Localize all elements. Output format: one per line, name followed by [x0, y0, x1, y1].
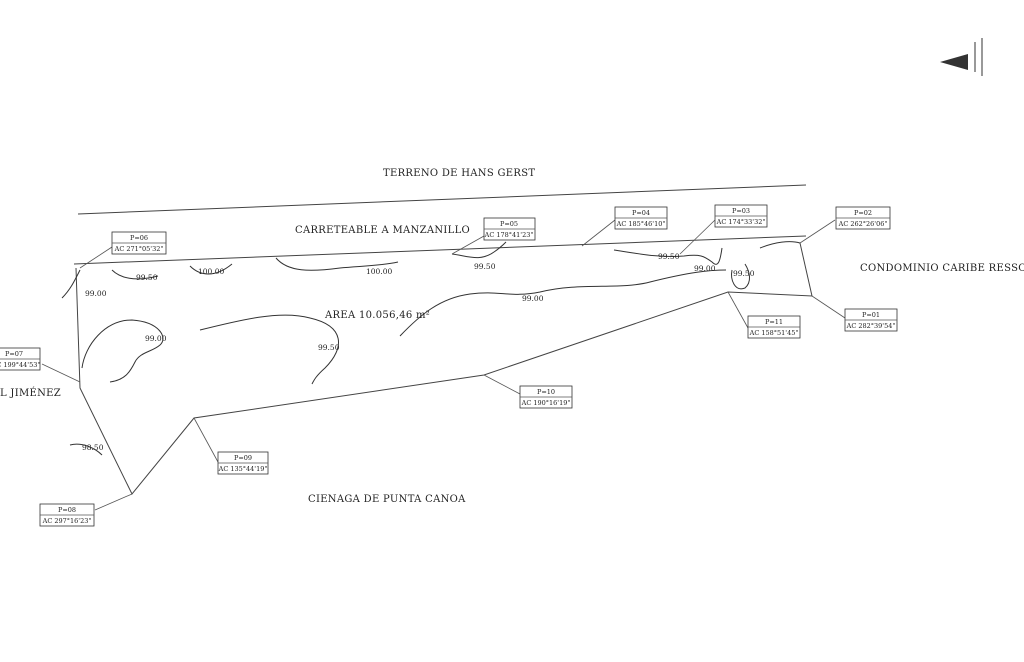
point-id: P=02 [854, 209, 872, 217]
north-arrow-icon [940, 38, 983, 76]
contour-lines [61, 241, 801, 456]
point-azimuth: AC 271°05'32" [114, 245, 164, 253]
road-label: CARRETEABLE A MANZANILLO [295, 225, 470, 236]
point-box-p07: P=07 AC 199°44'53" [0, 347, 41, 371]
point-azimuth: AC 282°39'54" [846, 322, 896, 330]
west-owner-label: L JIMÉNEZ [0, 387, 61, 399]
point-azimuth: AC 199°44'53" [0, 361, 40, 369]
point-box-p02: P=02 AC 262°26'06" [835, 206, 891, 230]
point-box-p03: P=03 AC 174°33'32" [714, 204, 768, 228]
point-azimuth: AC 135°44'19" [218, 465, 268, 473]
point-id: P=10 [537, 388, 555, 396]
contour-label: 99.00 [145, 334, 167, 343]
contour-label: 99.50 [318, 343, 340, 352]
point-azimuth: AC 185°46'10" [616, 220, 666, 228]
point-id: P=11 [765, 318, 783, 326]
leader-lines [41, 219, 846, 511]
point-box-p09: P=09 AC 135°44'19" [217, 451, 269, 475]
point-id: P=06 [130, 234, 148, 242]
contour-label: 99.50 [733, 269, 755, 278]
contour-label: 98.50 [82, 443, 104, 452]
point-azimuth: AC 158°51'45" [749, 329, 799, 337]
point-id: P=04 [632, 209, 650, 217]
contour-label: 100.00 [198, 267, 224, 276]
point-box-p05: P=05 AC 178°41'23" [483, 217, 536, 241]
contour-label: 99.50 [474, 262, 496, 271]
north-owner-label: TERRENO DE HANS GERST [383, 168, 535, 179]
east-owner-label: CONDOMINIO CARIBE RESSORT [860, 263, 1024, 274]
contour-label: 99.00 [694, 264, 716, 273]
point-id: P=05 [500, 220, 518, 228]
contour-label: 99.00 [85, 289, 107, 298]
point-azimuth: AC 174°33'32" [716, 218, 766, 226]
point-id: P=01 [862, 311, 880, 319]
contour-value-labels: 99.50 100.00 100.00 99.50 99.50 99.00 99… [82, 252, 755, 452]
point-id: P=09 [234, 454, 252, 462]
contour-label: 100.00 [366, 267, 392, 276]
point-box-p04: P=04 AC 185°46'10" [614, 206, 668, 230]
south-owner-label: CIENAGA DE PUNTA CANOA [308, 494, 466, 505]
point-azimuth: AC 178°41'23" [484, 231, 534, 239]
north-boundary-line [77, 184, 807, 215]
contour-label: 99.00 [522, 294, 544, 303]
point-id: P=03 [732, 207, 750, 215]
point-box-p01: P=01 AC 282°39'54" [844, 308, 898, 332]
point-box-p11: P=11 AC 158°51'45" [747, 315, 801, 339]
point-box-p06: P=06 AC 271°05'32" [111, 231, 167, 255]
property-boundary [75, 242, 813, 495]
point-id: P=07 [5, 350, 23, 358]
point-azimuth: AC 190°16'19" [521, 399, 571, 407]
contour-label: 99.50 [658, 252, 680, 261]
point-azimuth: AC 297°16'23" [42, 517, 92, 525]
area-label: AREA 10.056,46 m² [324, 310, 430, 321]
point-box-p10: P=10 AC 190°16'19" [519, 385, 573, 409]
point-azimuth: AC 262°26'06" [838, 220, 888, 228]
point-box-p08: P=08 AC 297°16'23" [39, 503, 95, 527]
road-edge-line [73, 235, 807, 265]
contour-label: 99.50 [136, 273, 158, 282]
point-id: P=08 [58, 506, 76, 514]
